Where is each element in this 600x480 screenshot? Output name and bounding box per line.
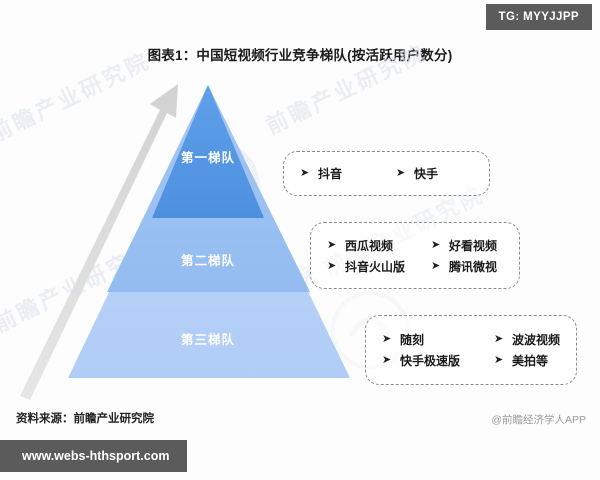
callout-item-label: 美拍等 — [512, 354, 549, 368]
callout-item-label: 快手极速版 — [400, 354, 461, 368]
callout-item-label: 抖音火山版 — [345, 259, 406, 274]
url-watermark-bar: www.webs-hthsport.com — [0, 440, 188, 472]
arrow-bullet-icon: ➤ — [382, 333, 392, 345]
callout-item: ➤ 快手极速版 — [382, 352, 494, 369]
callout-item: ➤ 随刻 — [382, 331, 494, 348]
arrow-bullet-icon: ➤ — [300, 167, 310, 179]
arrow-bullet-icon: ➤ — [494, 333, 504, 345]
callout-box-tier-1: ➤ 抖音 ➤ 快手 — [283, 151, 490, 196]
callout-item: ➤ 波波视频 — [494, 331, 560, 348]
pyramid-tier-2-label: 第二梯队 — [180, 254, 235, 268]
arrow-bullet-icon: ➤ — [327, 238, 337, 251]
source-note: 资料来源：前瞻产业研究院 — [16, 413, 154, 425]
telegram-badge: TG: MYYJJPP — [485, 4, 592, 30]
arrow-bullet-icon: ➤ — [494, 354, 504, 366]
callout-item-label: 随刻 — [400, 333, 425, 347]
page-title: 图表1：中国短视频行业竞争梯队(按活跃用户数分) — [147, 48, 453, 63]
callout-box-tier-3: ➤ 随刻 ➤ 波波视频 ➤ 快手极速版 ➤ 美拍等 — [365, 315, 577, 385]
arrow-bullet-icon: ➤ — [327, 259, 337, 272]
arrow-bullet-icon: ➤ — [431, 259, 441, 272]
arrow-bullet-icon: ➤ — [396, 167, 406, 179]
callout-item: ➤ 西瓜视频 — [327, 237, 431, 254]
callout-row: ➤ 抖音火山版 ➤ 腾讯微视 — [311, 256, 519, 277]
callout-item: ➤ 抖音火山版 — [327, 258, 431, 275]
callout-item: ➤ 腾讯微视 — [431, 258, 497, 275]
growth-arrow-icon — [20, 84, 178, 400]
arrow-bullet-icon: ➤ — [431, 238, 441, 251]
callout-row: ➤ 抖音 ➤ 快手 — [284, 163, 489, 184]
callout-item: ➤ 好看视频 — [431, 237, 497, 254]
callout-item: ➤ 快手 — [396, 165, 438, 182]
callout-box-tier-2: ➤ 西瓜视频 ➤ 好看视频 ➤ 抖音火山版 ➤ 腾讯微视 — [310, 222, 520, 289]
callout-item-label: 腾讯微视 — [449, 259, 498, 274]
callout-item-label: 西瓜视频 — [345, 238, 394, 253]
callout-item-label: 好看视频 — [449, 238, 498, 253]
attribution-label: @前瞻经济学人APP — [491, 414, 586, 426]
callout-row: ➤ 随刻 ➤ 波波视频 — [366, 329, 576, 350]
callout-row: ➤ 西瓜视频 ➤ 好看视频 — [311, 235, 519, 256]
callout-item-label: 快手 — [414, 167, 439, 181]
callout-item-label: 波波视频 — [512, 333, 561, 347]
pyramid-tier-1-label: 第一梯队 — [180, 151, 235, 165]
callout-item: ➤ 美拍等 — [494, 352, 548, 369]
callout-item-label: 抖音 — [318, 167, 343, 181]
callout-row: ➤ 快手极速版 ➤ 美拍等 — [366, 350, 576, 371]
pyramid-tier-3-label: 第三梯队 — [180, 333, 235, 347]
callout-item: ➤ 抖音 — [300, 165, 396, 182]
arrow-bullet-icon: ➤ — [382, 354, 392, 366]
